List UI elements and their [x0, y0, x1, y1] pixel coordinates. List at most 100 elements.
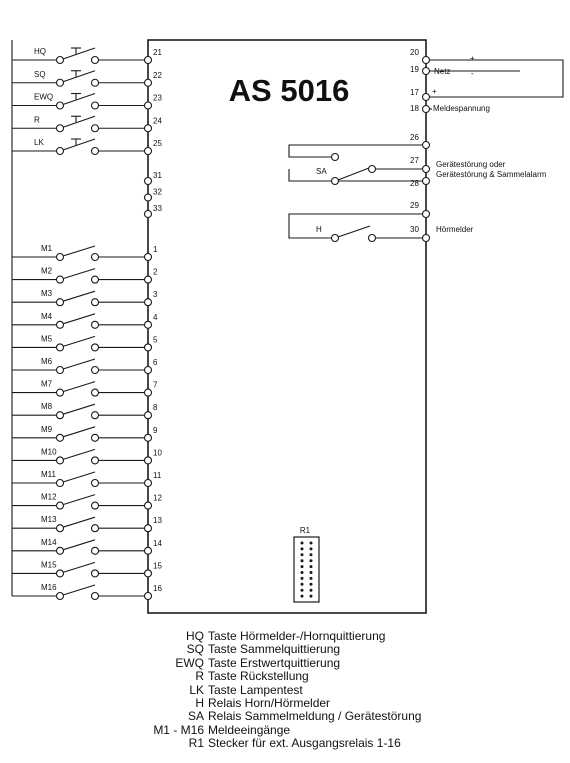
terminal-32	[143, 193, 153, 202]
input-contact-left	[55, 524, 65, 533]
input-label: M10	[41, 447, 57, 456]
terminal-number: 12	[153, 494, 162, 503]
input-switch-blade	[62, 290, 96, 302]
input-label: M16	[41, 583, 57, 592]
legend-description: Stecker für ext. Ausgangsrelais 1-16	[208, 736, 401, 751]
terminal-28	[421, 176, 431, 186]
terminal-number: 2	[153, 268, 158, 277]
terminal-16	[143, 591, 153, 601]
input-contact-left	[55, 433, 65, 442]
input-contact-left	[55, 388, 65, 397]
input-contact-left	[55, 298, 65, 307]
key-label: R	[34, 115, 40, 124]
terminal-17	[421, 92, 431, 102]
input-contact-right	[90, 569, 100, 578]
key-contact-right	[90, 146, 100, 156]
key-label: HQ	[34, 47, 46, 56]
key-contact-right	[90, 124, 100, 133]
input-contact-right	[90, 433, 100, 442]
input-switch-blade	[62, 448, 96, 460]
r1-pin	[309, 553, 313, 557]
key-contact-left	[55, 78, 65, 87]
input-switch-blade	[62, 335, 96, 347]
input-contact-left	[55, 411, 65, 420]
terminal-19-label: 19	[410, 65, 419, 74]
device-box	[147, 39, 427, 614]
key-contact-left	[55, 101, 65, 110]
input-label: M14	[41, 538, 57, 547]
input-switch-m14: M14 14	[12, 538, 162, 555]
legend-description: Taste Sammelquittierung	[208, 642, 341, 657]
terminal-13	[143, 524, 153, 533]
r1-pin	[300, 547, 304, 551]
input-contact-left	[55, 343, 65, 352]
legend-code: EWQ	[175, 655, 204, 670]
input-contact-left	[55, 546, 65, 555]
h-contact-left	[330, 233, 340, 243]
r1-connector: R1	[293, 526, 320, 603]
r1-pin	[300, 553, 304, 557]
input-switch-blade	[62, 516, 96, 528]
input-switch-blade	[62, 313, 96, 325]
terminal-19	[421, 66, 431, 76]
terminal-number: 22	[153, 71, 162, 80]
input-label: M3	[41, 289, 53, 298]
input-switch-m12: M12 12	[12, 493, 162, 510]
geraetestoerung-label-1: Gerätestörung oder	[436, 160, 506, 169]
terminal-28-label: 28	[410, 179, 419, 188]
legend-code: LK	[189, 682, 204, 697]
terminal-number: 1	[153, 245, 158, 254]
input-label: M7	[41, 380, 53, 389]
r1-pin	[309, 594, 313, 598]
terminal-24	[143, 124, 153, 133]
terminal-29-label: 29	[410, 201, 419, 210]
input-contact-left	[55, 275, 65, 284]
input-contact-right	[90, 456, 100, 465]
input-switch-blade	[62, 358, 96, 370]
terminal-25	[143, 146, 153, 156]
input-switch-blade	[62, 426, 96, 438]
input-label: M1	[41, 244, 53, 253]
terminal-number: 14	[153, 539, 162, 548]
terminal-number: 13	[153, 516, 162, 525]
terminal-2	[143, 275, 153, 284]
key-contact-left	[55, 124, 65, 133]
key-switch-blade	[62, 138, 96, 151]
legend-description: Taste Hörmelder-/Hornquittierung	[208, 629, 386, 643]
key-contact-right	[90, 101, 100, 110]
terminal-9	[143, 433, 153, 442]
terminal-number: 11	[153, 471, 162, 480]
power-supply-section: 20 19 17 18 + - + Netz Meldespannung	[410, 48, 564, 114]
terminal-21	[143, 55, 153, 65]
sa-relay-section: 26 27 28 SA Gerätestörung oder Gerätestö…	[288, 133, 547, 188]
legend-code: SQ	[186, 642, 204, 657]
terminal-number: 33	[153, 204, 162, 213]
input-contact-right	[90, 591, 100, 601]
r1-pin	[300, 565, 304, 569]
h-relay-label: H	[316, 225, 322, 234]
terminal-26	[421, 140, 431, 150]
input-contact-right	[90, 478, 100, 488]
input-contact-right	[90, 388, 100, 397]
device-title: AS 5016	[229, 73, 350, 108]
terminal-15	[143, 569, 153, 578]
legend-code: M1 - M16	[153, 722, 204, 737]
legend-description: Meldeeingänge	[208, 722, 291, 737]
input-label: M12	[41, 493, 57, 502]
plus-sign-1: +	[470, 54, 475, 63]
terminal-33	[143, 209, 153, 219]
r1-pin	[309, 541, 313, 545]
r1-pin	[300, 582, 304, 586]
key-label: EWQ	[34, 93, 53, 102]
terminal-number: 15	[153, 561, 162, 570]
